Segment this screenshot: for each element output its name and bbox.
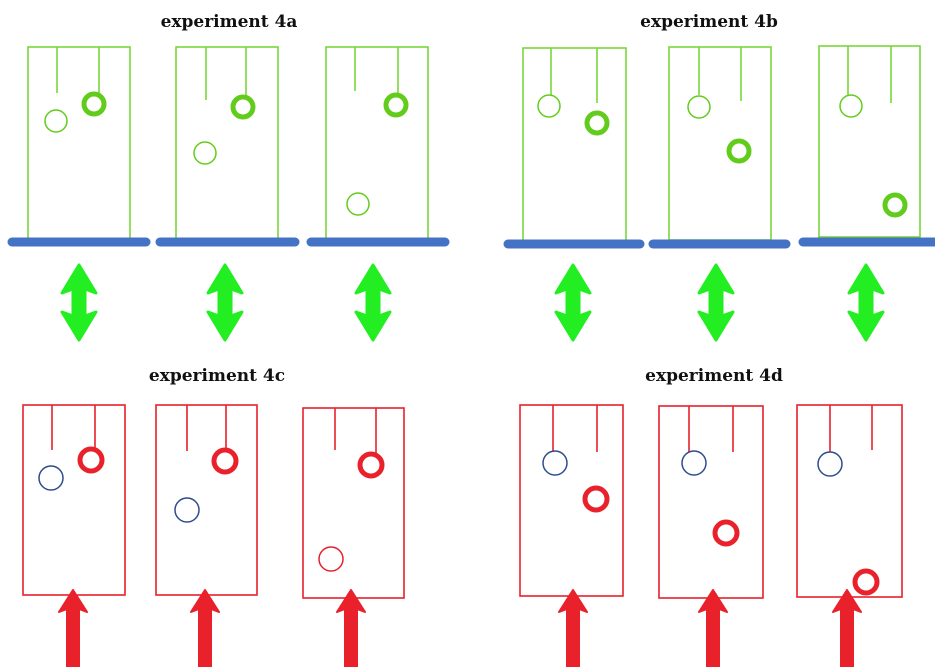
- exp-4b-light-ball-1: [537, 94, 561, 118]
- exp-4a-heavy-ball-3: [383, 92, 409, 118]
- exp-4c-up-arrow-3: [336, 589, 366, 667]
- exp-4a-heavy-ball-1: [81, 91, 107, 117]
- exp-4d-light-ball-3: [817, 451, 843, 477]
- exp-4b-double-arrow-2: [697, 263, 735, 342]
- exp-4d-light-ball-2: [681, 450, 707, 476]
- exp-4d-up-arrow-3: [832, 589, 862, 667]
- exp-4a-light-ball-3: [346, 192, 370, 216]
- exp-4d-up-arrow-1: [558, 589, 588, 667]
- exp-4c-heavy-ball-2: [211, 447, 239, 475]
- exp-4c-heavy-ball-3: [357, 451, 385, 479]
- exp-4d-container-2: [658, 405, 764, 599]
- exp-4b-double-arrow-3: [847, 263, 885, 342]
- exp-4b-container-2: [668, 46, 772, 241]
- exp-4d-up-arrow-2: [698, 589, 728, 667]
- exp-4c-light-ball-1: [38, 465, 64, 491]
- exp-4c-up-arrow-2: [190, 589, 220, 667]
- exp-4d-heavy-ball-3: [852, 568, 880, 596]
- exp-4a-container-1: [27, 46, 131, 241]
- exp-4d-heavy-ball-2: [712, 519, 740, 547]
- exp-4b-light-ball-2: [687, 95, 711, 119]
- exp-4c-container-2: [155, 404, 258, 596]
- exp-4c-up-arrow-1: [58, 589, 88, 667]
- exp-4a-heavy-ball-2: [230, 94, 256, 120]
- title-experiment-4a: experiment 4a: [161, 12, 298, 32]
- exp-4d-heavy-ball-1: [582, 485, 610, 513]
- title-experiment-4d: experiment 4d: [645, 366, 783, 386]
- exp-4b-container-3: [818, 45, 921, 238]
- exp-4b-light-ball-3: [839, 94, 863, 118]
- exp-4b-double-arrow-1: [554, 263, 592, 342]
- exp-4a-double-arrow-3: [354, 263, 392, 342]
- exp-4b-heavy-ball-1: [584, 110, 610, 136]
- exp-4a-double-arrow-2: [206, 263, 244, 342]
- exp-4b-heavy-ball-3: [882, 192, 908, 218]
- exp-4c-light-ball-3: [318, 546, 344, 572]
- exp-4c-container-3: [302, 407, 405, 599]
- exp-4a-light-ball-1: [44, 109, 68, 133]
- exp-4c-heavy-ball-1: [77, 446, 105, 474]
- exp-4d-container-3: [796, 404, 903, 598]
- exp-4c-container-1: [22, 404, 126, 596]
- exp-4a-double-arrow-1: [60, 263, 98, 342]
- exp-4d-light-ball-1: [542, 450, 568, 476]
- exp-4b-container-1: [522, 47, 627, 242]
- exp-4a-light-ball-2: [193, 141, 217, 165]
- exp-4a-container-3: [325, 46, 429, 241]
- exp-4c-light-ball-2: [174, 497, 200, 523]
- exp-4a-container-2: [175, 46, 279, 241]
- title-experiment-4c: experiment 4c: [149, 366, 285, 386]
- exp-4b-heavy-ball-2: [726, 138, 752, 164]
- title-experiment-4b: experiment 4b: [640, 12, 778, 32]
